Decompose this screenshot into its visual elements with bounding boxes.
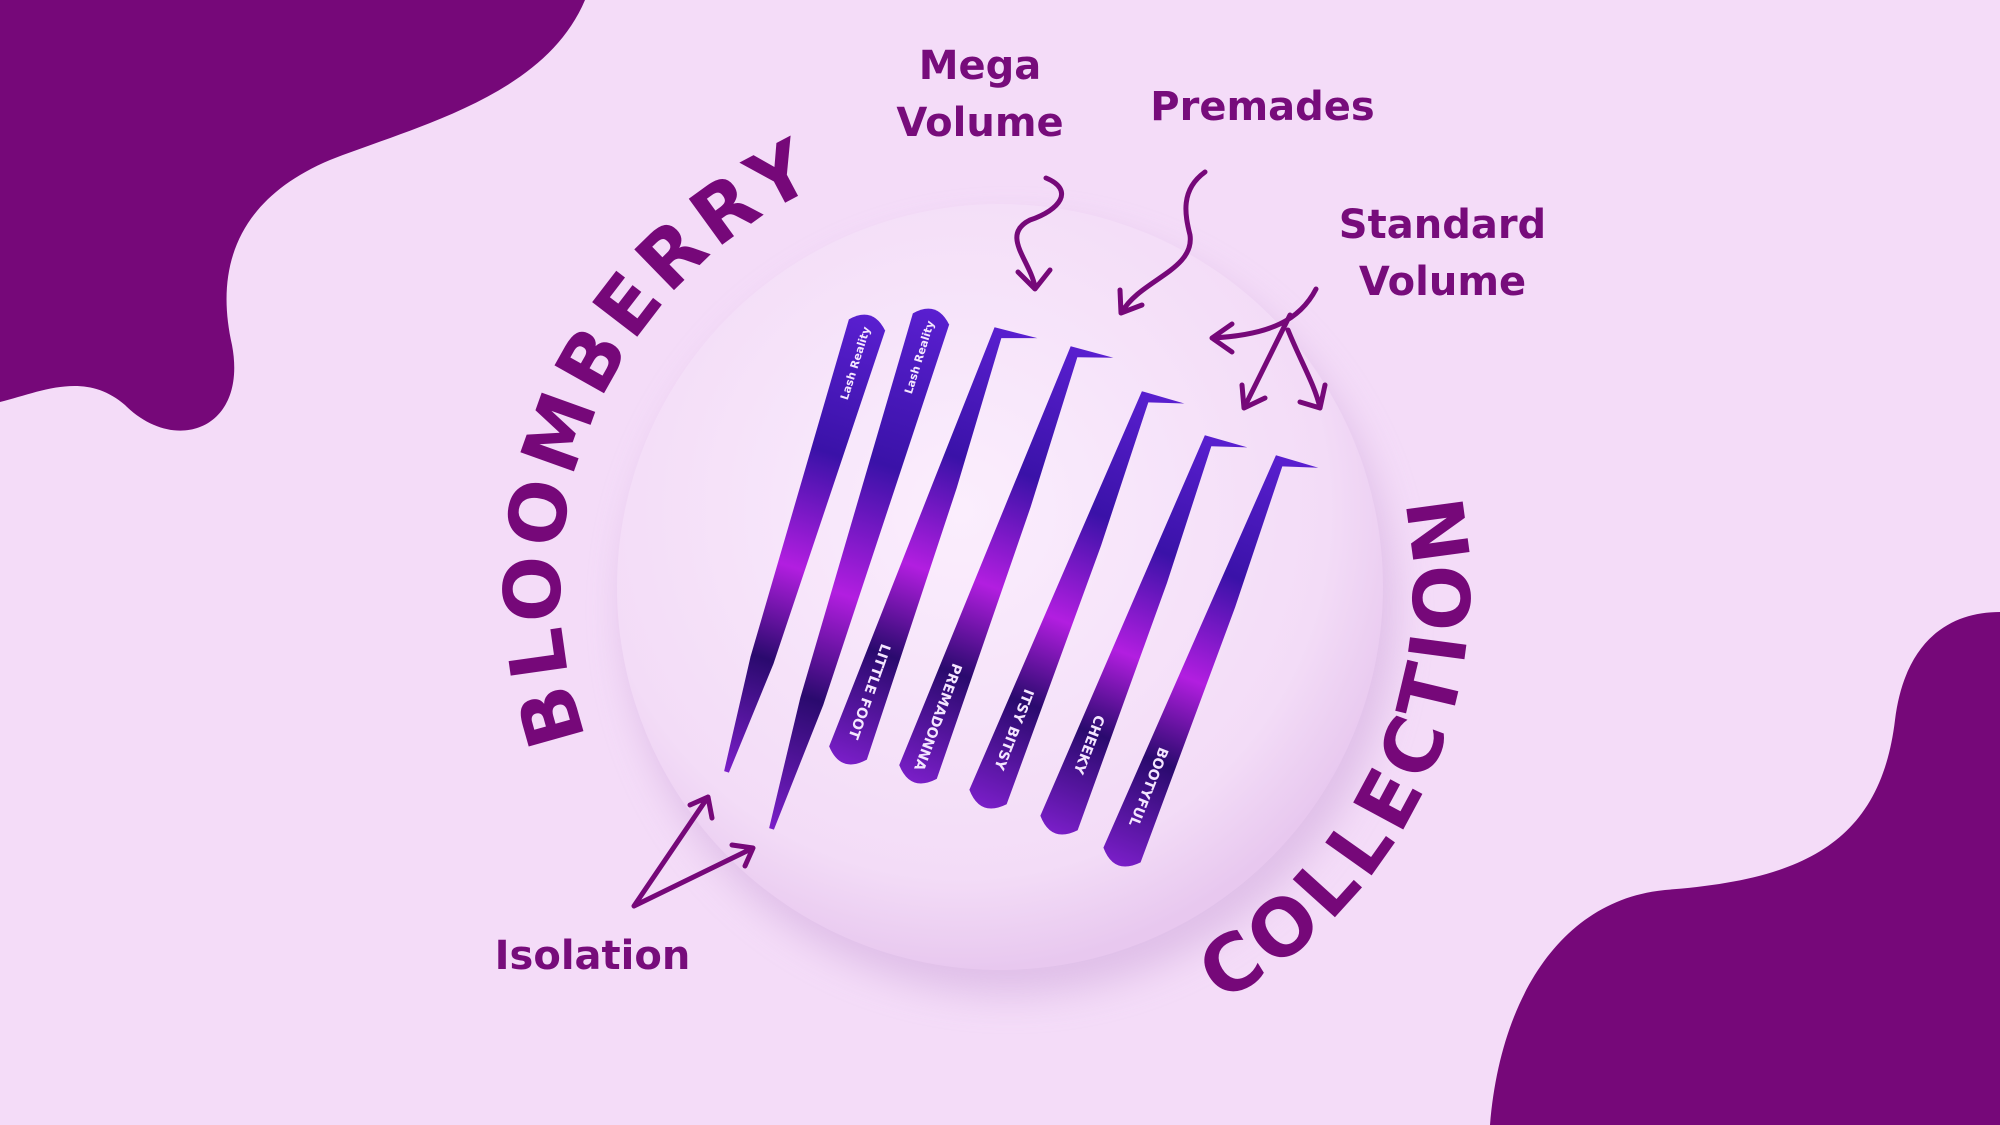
label-isolation: Isolation [494, 933, 691, 979]
tweezer: Lash Reality [724, 314, 886, 773]
tweezer-body [969, 391, 1185, 809]
label-line: Standard [1338, 202, 1547, 248]
label-line: Volume [896, 100, 1064, 146]
arrows [631, 169, 1328, 909]
label-premades: Premades [1150, 84, 1375, 130]
isolation-arrow [631, 794, 756, 909]
label-line: Mega [918, 43, 1042, 89]
standard-volume-arrow [1209, 286, 1328, 411]
blob-bottom-right [1490, 612, 2000, 1125]
tweezer-body [724, 314, 886, 773]
tweezer-body [1103, 455, 1319, 867]
label-standard-volume: Standard Volume [1310, 197, 1575, 311]
blob-top-left [0, 0, 585, 431]
label-mega-volume: Mega Volume [880, 38, 1080, 152]
tweezer-body [829, 327, 1038, 765]
tweezer-body [769, 308, 950, 830]
tweezer-body [899, 346, 1114, 784]
label-line: Volume [1358, 259, 1527, 305]
tweezer-body [1040, 435, 1248, 835]
mega-volume-arrow [1014, 175, 1065, 292]
premades-arrow [1117, 169, 1208, 316]
